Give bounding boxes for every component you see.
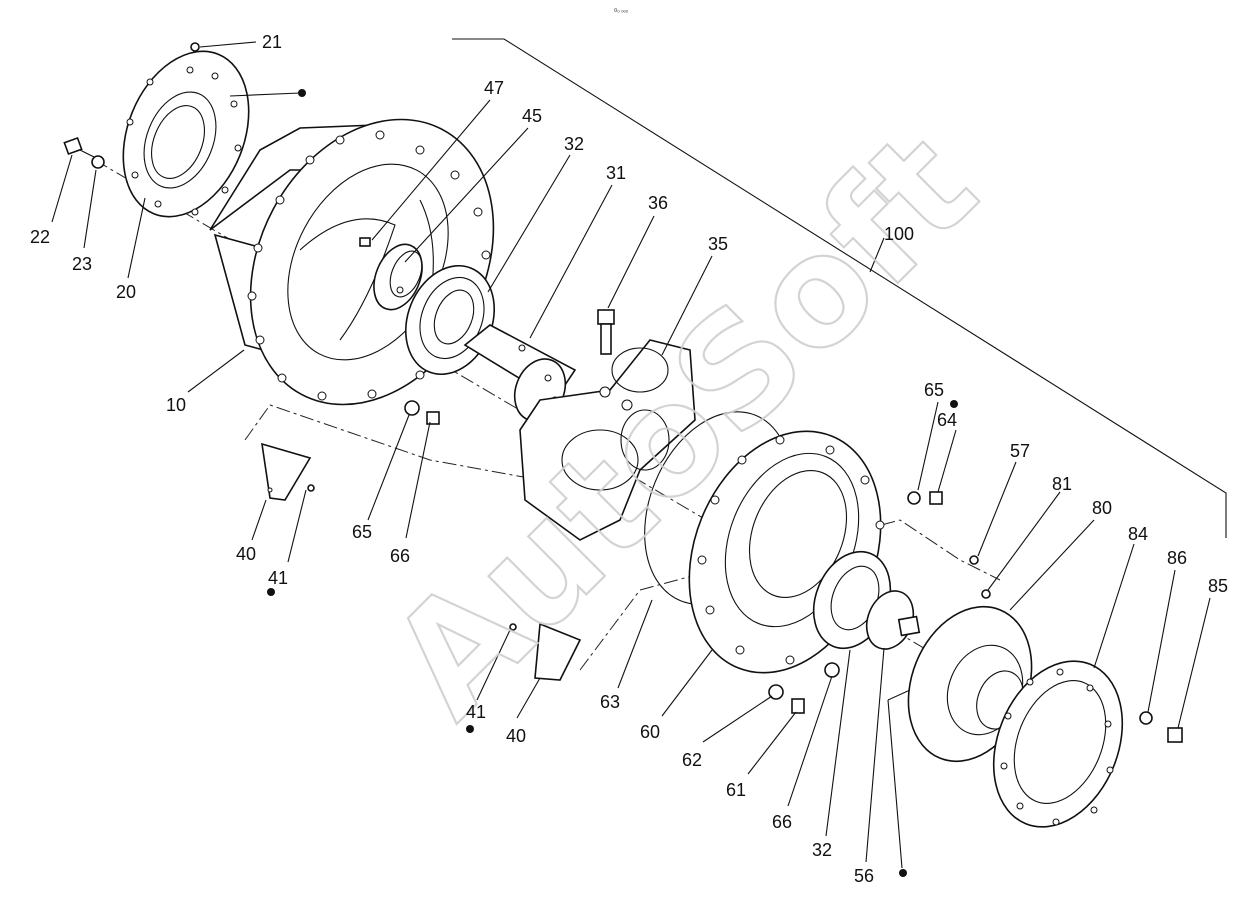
callout-41-lower: 41 (466, 702, 486, 722)
callout-32-upper: 32 (564, 134, 584, 154)
callout-62: 62 (682, 750, 702, 770)
callout-40-lower: 40 (506, 726, 526, 746)
callout-20: 20 (116, 282, 136, 302)
callout-41-upper: 41 (268, 568, 288, 588)
housing-10 (209, 118, 495, 406)
screw-36 (597, 309, 615, 355)
callout-47: 47 (484, 78, 504, 98)
washer-86 (1139, 711, 1153, 725)
bracket-40-lower (534, 622, 582, 681)
plug-81 (981, 589, 991, 599)
end-cover-20 (122, 50, 250, 218)
callout-80: 80 (1092, 498, 1112, 518)
callout-56: 56 (854, 866, 874, 886)
callout-10: 10 (166, 395, 186, 415)
callout-85: 85 (1208, 576, 1228, 596)
callout-60: 60 (640, 722, 660, 742)
callout-81: 81 (1052, 474, 1072, 494)
reference-dot-icon (298, 89, 306, 97)
plug-57 (969, 555, 979, 565)
callout-63: 63 (600, 692, 620, 712)
callout-57: 57 (1010, 441, 1030, 461)
centre-axis (94, 159, 1081, 741)
washer-23 (91, 155, 105, 169)
header-mark: ¤ₒ ₒₒₒ (614, 8, 629, 14)
bracket-40-upper (261, 442, 312, 501)
callout-22: 22 (30, 227, 50, 247)
callout-21: 21 (262, 32, 282, 52)
washer-62 (768, 684, 784, 700)
carrier-35 (519, 339, 696, 541)
callout-64: 64 (937, 410, 957, 430)
nut-66-lower-right (824, 662, 840, 678)
callout-36: 36 (648, 193, 668, 213)
cover-80 (907, 605, 1033, 763)
washer-65-lower (404, 400, 420, 416)
callout-61: 61 (726, 780, 746, 800)
hub-45 (373, 243, 423, 311)
callout-66-right: 66 (772, 812, 792, 832)
callout-100: 100 (884, 224, 914, 244)
callout-32-lower: 32 (812, 840, 832, 860)
callout-84: 84 (1128, 524, 1148, 544)
bolt-64 (929, 491, 943, 505)
callout-31: 31 (606, 163, 626, 183)
bolt-85 (1167, 727, 1183, 743)
pin-47 (359, 237, 371, 247)
callout-45: 45 (522, 106, 542, 126)
reference-dot-icon (466, 725, 474, 733)
reference-dot-icon (899, 869, 907, 877)
bolt-66-lower (426, 411, 440, 425)
flange-84 (992, 660, 1124, 828)
bolt-61 (791, 698, 805, 714)
callout-65-lower: 65 (352, 522, 372, 542)
callout-labels: 21 22 23 20 10 47 45 32 31 36 35 100 40 … (30, 32, 1228, 886)
screw-21 (190, 42, 200, 52)
callout-40-upper: 40 (236, 544, 256, 564)
washer-65-upper (907, 491, 921, 505)
callout-66-lower: 66 (390, 546, 410, 566)
callout-86: 86 (1167, 548, 1187, 568)
callout-23: 23 (72, 254, 92, 274)
pin-41-lower (509, 623, 517, 631)
pin-41-upper (307, 484, 315, 492)
bolt-22 (63, 136, 97, 159)
shaft-56 (865, 590, 921, 650)
leader-lines (51, 41, 1211, 869)
reference-dot-icon (950, 400, 958, 408)
callout-65-upper: 65 (924, 380, 944, 400)
assembly-bracket-100 (452, 38, 1227, 538)
callout-35: 35 (708, 234, 728, 254)
reference-dot-icon (267, 588, 275, 596)
